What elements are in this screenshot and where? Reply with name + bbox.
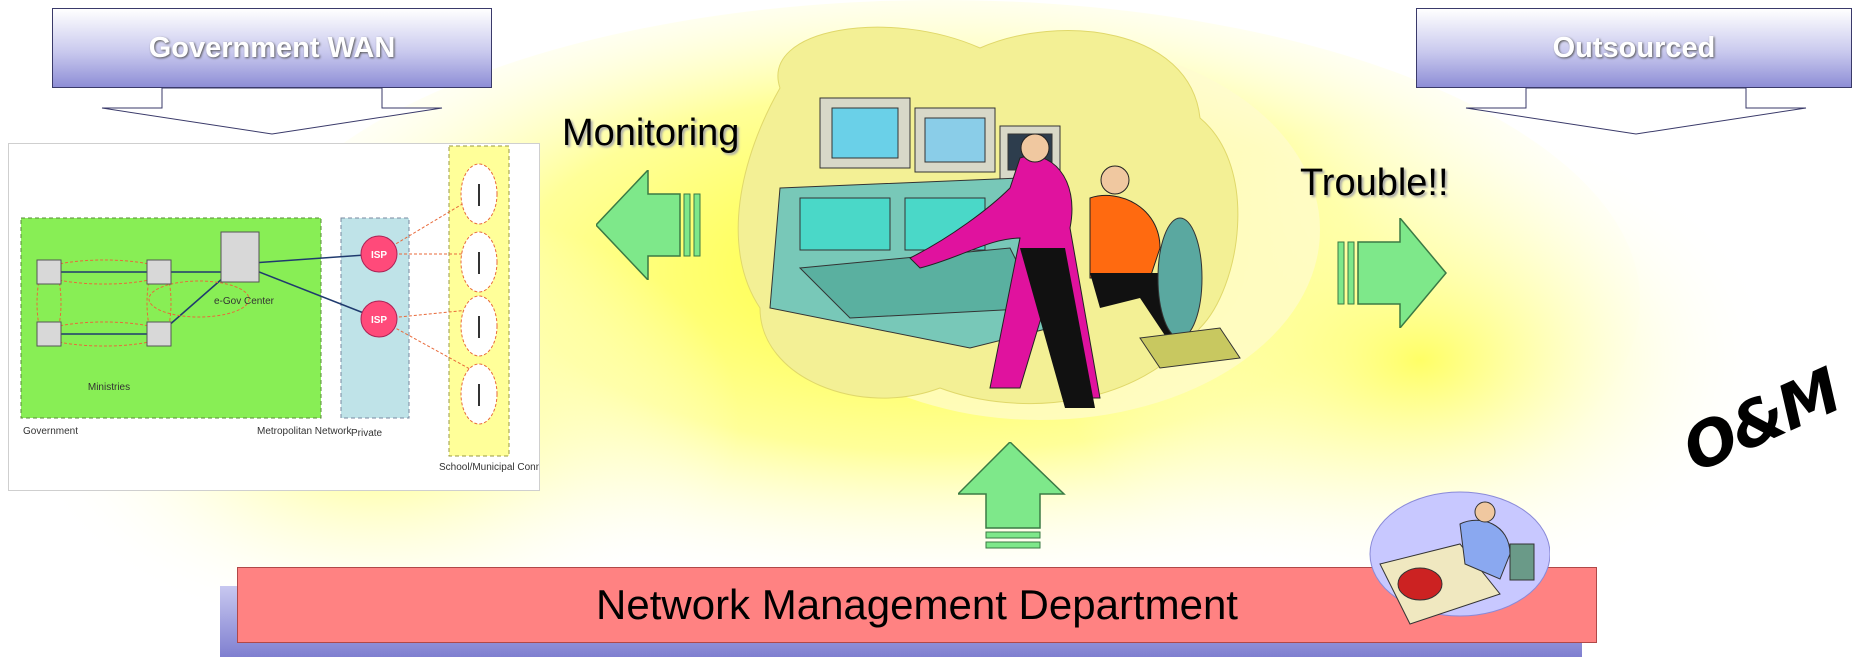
isp-label: ISP — [371, 315, 387, 326]
trouble-arrow-icon — [1337, 218, 1447, 328]
monitoring-arrow-icon — [596, 170, 701, 280]
antenna-icons — [460, 163, 498, 425]
desk-worker-illustration — [1369, 491, 1550, 625]
zone-private-label: Private — [351, 428, 383, 439]
callout-arrow-icon — [1465, 87, 1807, 135]
isp-node-icon — [360, 235, 398, 273]
outsourced-callout: Outsourced — [1416, 8, 1852, 135]
government-wan-callout: Government WAN — [52, 8, 492, 135]
zone-metro-label: Metropolitan Network — [257, 426, 352, 437]
isp-node-icon — [360, 300, 398, 338]
government-wan-label: Government WAN — [52, 8, 492, 88]
network-management-department-bar: Network Management Department — [237, 567, 1597, 643]
zone-school-label: School/Municipal Connectivity — [439, 462, 540, 473]
callout-arrow-icon — [101, 87, 443, 135]
network-topology: e-Gov Center Ministries ISP ISP Governme… — [20, 145, 540, 473]
ministries-label: Ministries — [88, 382, 130, 393]
up-arrow-icon — [958, 442, 1066, 549]
network-diagram-image: e-Gov Center Ministries ISP ISP Governme… — [8, 143, 540, 491]
trouble-label: Trouble!! — [1300, 162, 1449, 204]
egov-center-label: e-Gov Center — [214, 296, 275, 307]
zone-government-label: Government — [23, 426, 78, 437]
isp-label: ISP — [371, 250, 387, 261]
server-icons — [36, 231, 260, 347]
monitoring-label: Monitoring — [562, 112, 740, 154]
control-room-illustration — [737, 26, 1241, 408]
outsourced-label: Outsourced — [1416, 8, 1852, 88]
